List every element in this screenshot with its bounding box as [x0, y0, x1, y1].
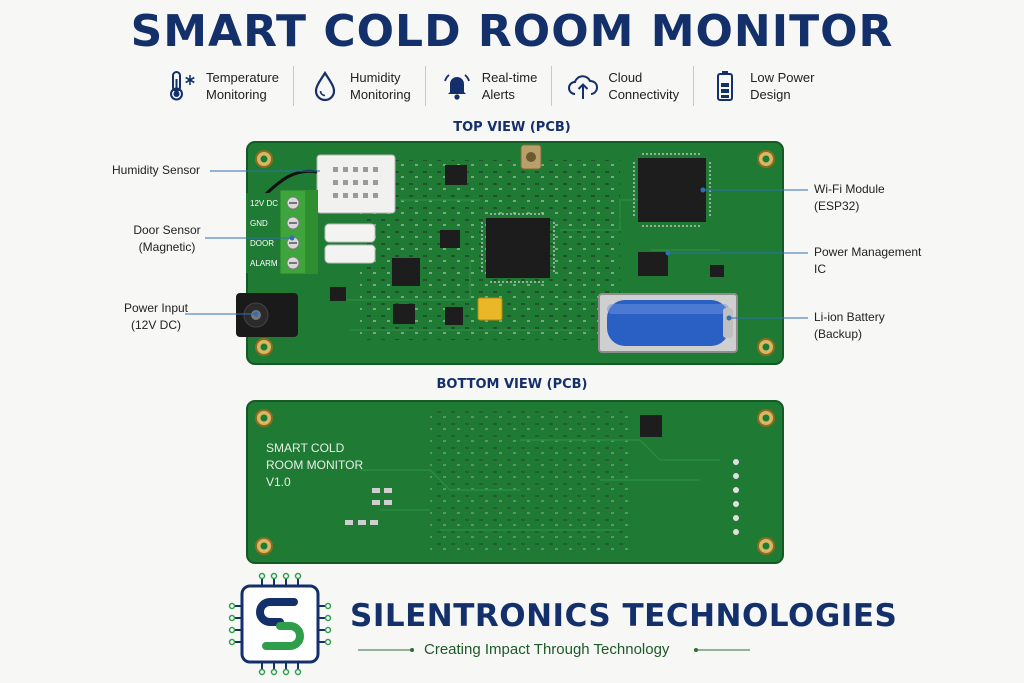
feature-label: Connectivity [608, 87, 680, 102]
company-logo [228, 572, 332, 676]
page-title: SMART COLD ROOM MONITOR [130, 6, 894, 57]
silkscreen-line: ROOM MONITOR [266, 458, 364, 472]
callout-humidity-sensor: Humidity Sensor [112, 163, 201, 177]
callout-line: Power Input [123, 301, 189, 315]
silkscreen-text: SMART COLD ROOM MONITOR V1.0 [266, 440, 363, 491]
terminal-label: 12V DC [250, 199, 278, 208]
battery-icon [717, 71, 734, 101]
callout-line: (12V DC) [130, 318, 181, 332]
top-view-heading: TOP VIEW (PCB) [453, 120, 571, 135]
power-jack [236, 293, 298, 337]
bell-icon [443, 74, 470, 100]
callout-line: Wi-Fi Module [814, 182, 885, 196]
door-sensor [324, 223, 376, 264]
silkscreen-line: SMART COLD [266, 441, 345, 455]
battery-backup [598, 293, 738, 353]
feature-label: Low Power [750, 70, 815, 85]
feature-label: Real-time [481, 70, 538, 85]
callout-line: (Magnetic) [138, 240, 196, 254]
feature-label: Monitoring [206, 87, 267, 102]
feature-label: Alerts [481, 87, 515, 102]
silkscreen-line: V1.0 [266, 475, 291, 489]
callout-pmic: Power Management IC [814, 244, 921, 278]
pcb-top: 12V DC GND DOOR ALARM [236, 141, 784, 365]
callout-line: (ESP32) [814, 199, 860, 213]
terminal-label: DOOR [250, 239, 274, 248]
bottom-view-heading: BOTTOM VIEW (PCB) [436, 377, 588, 392]
callout-line: (Backup) [814, 327, 863, 341]
feature-label: Monitoring [349, 87, 411, 102]
tantalum-capacitor [477, 297, 503, 321]
feature-label: Cloud [608, 70, 643, 85]
wifi-module [633, 153, 711, 227]
callout-line: Li-ion Battery [814, 310, 885, 324]
callout-line: IC [814, 262, 826, 276]
brand-name: SILENTRONICS TECHNOLOGIES [350, 598, 898, 634]
feature-label: Design [750, 87, 791, 102]
pmic-chip [638, 252, 668, 276]
callout-lines [185, 170, 808, 319]
cloud-upload-icon [568, 75, 599, 99]
thermometer-icon [170, 71, 195, 101]
main-mcu-chip [481, 213, 555, 283]
callout-line: Power Management [814, 245, 922, 259]
pin-header [733, 459, 739, 535]
callout-door-sensor: Door Sensor (Magnetic) [128, 222, 206, 256]
droplet-icon [314, 70, 336, 102]
tagline-rule [358, 648, 750, 652]
antenna-connector [520, 144, 542, 170]
callout-line: Door Sensor [133, 223, 201, 237]
small-ic [330, 165, 724, 325]
terminal-label: GND [250, 219, 268, 228]
feature-label: Humidity [349, 70, 401, 85]
tagline: Creating Impact Through Technology [424, 641, 670, 658]
terminal-label: ALARM [250, 259, 278, 268]
callout-power-input: Power Input (12V DC) [118, 300, 194, 334]
feature-label: Temperature [206, 70, 279, 85]
pcb-bottom [246, 400, 784, 564]
callout-battery: Li-ion Battery (Backup) [814, 309, 885, 343]
small-ic [640, 415, 662, 437]
callout-wifi-module: Wi-Fi Module (ESP32) [814, 181, 885, 215]
terminal-block: 12V DC GND DOOR ALARM [246, 189, 318, 275]
